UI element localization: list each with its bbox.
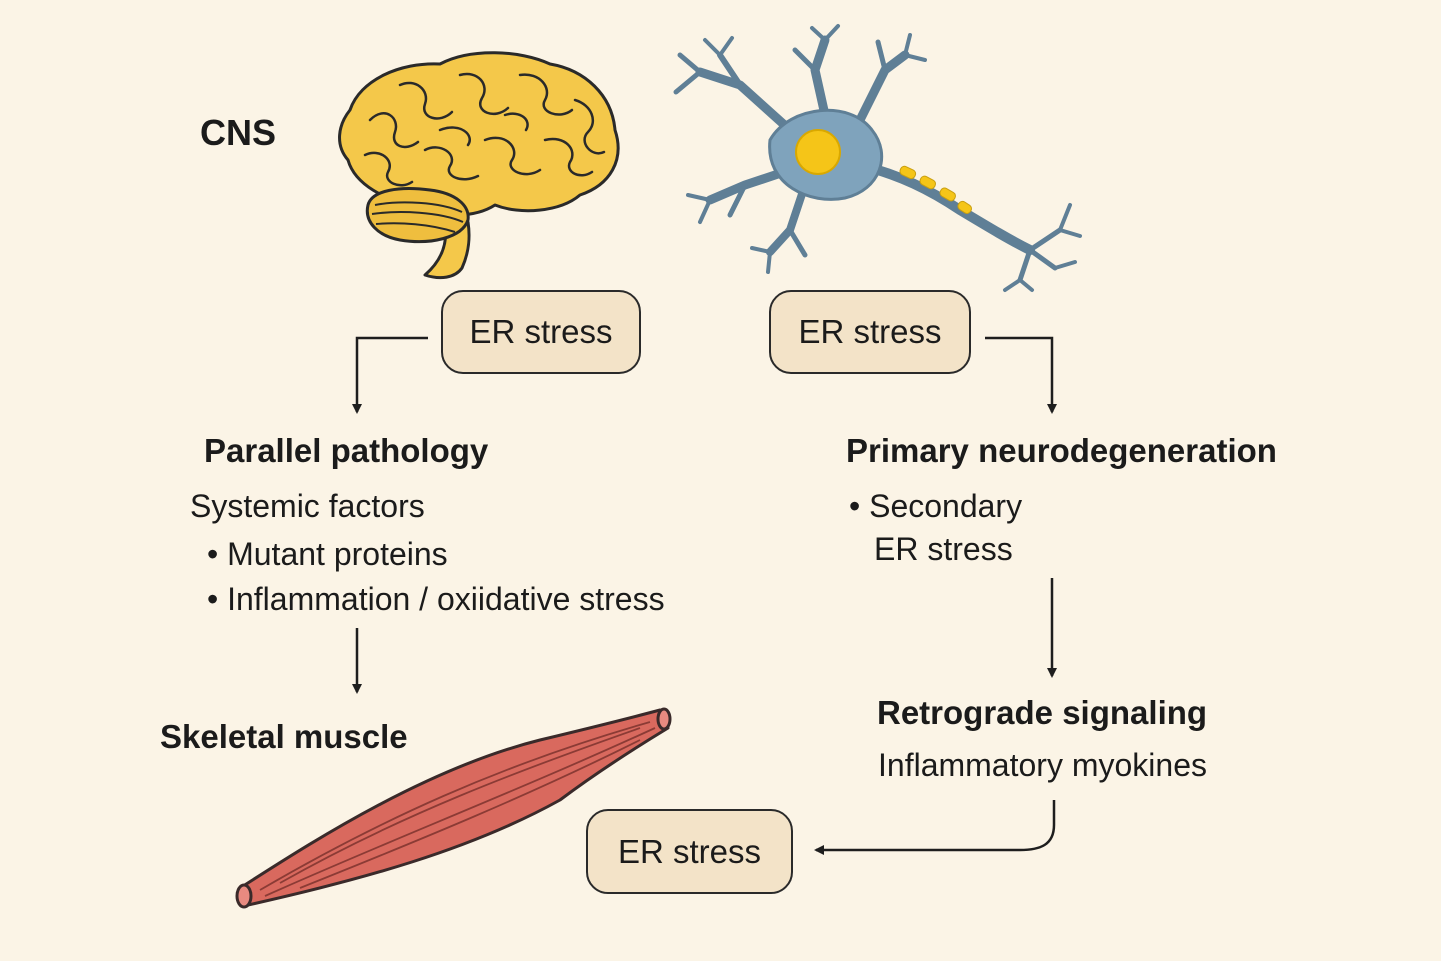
- retrograde-signaling-heading: Retrograde signaling: [877, 694, 1208, 731]
- er-stress-box-bottom: ER stress: [586, 809, 793, 894]
- brain-icon: [338, 51, 620, 280]
- bullet-secondary: • Secondary: [849, 488, 1023, 524]
- connectors: [352, 336, 1057, 855]
- systemic-factors-label: Systemic factors: [190, 488, 425, 524]
- arrow-right-er-to-primary: [985, 336, 1057, 414]
- bullet-mutant-proteins: • Mutant proteins: [207, 536, 448, 572]
- neuron-icon: [673, 24, 1082, 292]
- bullet-secondary-er-stress: ER stress: [874, 531, 1013, 567]
- muscle-icon: [235, 707, 672, 909]
- arrow-left-er-to-parallel: [352, 336, 428, 414]
- inflammatory-myokines-label: Inflammatory myokines: [878, 747, 1207, 783]
- arrow-retrograde-to-er: [814, 800, 1056, 855]
- parallel-pathology-heading: Parallel pathology: [204, 432, 489, 469]
- er-stress-box-right: ER stress: [769, 290, 971, 374]
- skeletal-muscle-label: Skeletal muscle: [160, 718, 408, 755]
- bullet-inflammation: • Inflammation / oxiidative stress: [207, 581, 665, 617]
- primary-neurodegeneration-heading: Primary neurodegeneration: [846, 432, 1277, 469]
- cns-label: CNS: [200, 112, 277, 153]
- er-stress-box-left: ER stress: [441, 290, 641, 374]
